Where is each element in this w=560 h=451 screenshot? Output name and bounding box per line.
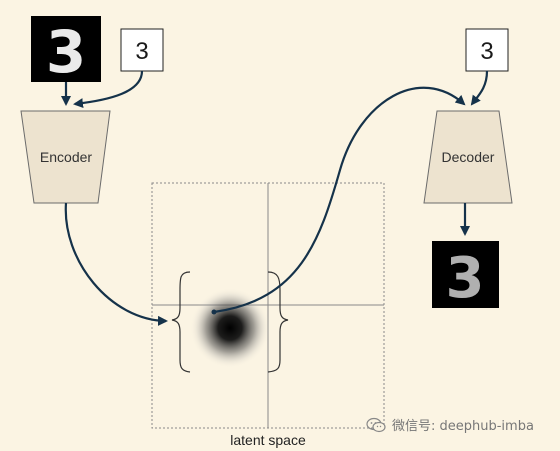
decoder-condition-box: 3 [465,28,509,72]
wechat-icon [366,417,386,432]
output-digit-image: 3 [432,241,499,311]
encoder-label: Encoder [40,149,92,165]
decoder-condition-label: 3 [480,38,493,65]
latent-space-grid [151,182,385,429]
left-brace [171,271,191,373]
arrow-latent-to-decoder [213,86,466,314]
arrow-condition-to-decoder [470,70,489,106]
latent-sample-point [211,309,217,315]
encoder-condition-label: 3 [135,38,148,65]
input-digit-glyph: 3 [46,18,86,86]
encoder-block: Encoder [20,110,111,204]
arrow-encoder-to-latent [64,202,168,326]
watermark: 微信号: deephub-imba [366,415,534,434]
watermark-text: 微信号: deephub-imba [392,419,534,434]
arrow-condition-to-encoder [73,70,144,109]
latent-space-caption: latent space [230,432,306,448]
output-digit-glyph: 3 [446,246,485,311]
encoder-condition-box: 3 [120,28,164,72]
right-brace [267,271,289,373]
decoder-block: Decoder [423,110,513,204]
decoder-label: Decoder [442,149,495,165]
input-digit-image: 3 [31,16,101,86]
latent-gaussian-blob [190,288,270,368]
